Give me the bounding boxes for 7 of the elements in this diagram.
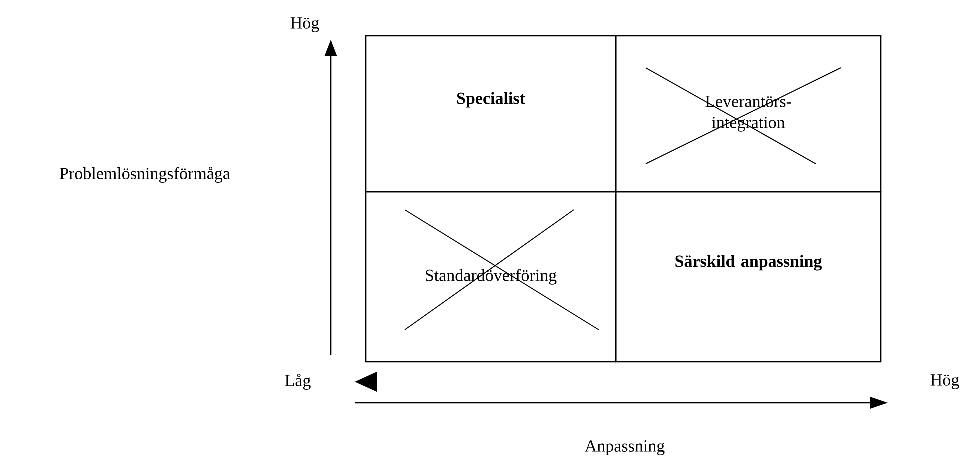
axis-label: Hög [930, 374, 960, 390]
quadrant-cell: Specialist [365, 35, 617, 193]
axis-label: Problemlösningsförmåga [60, 167, 230, 183]
axis-label: Anpassning [585, 440, 665, 456]
axis-label: Låg [285, 374, 311, 390]
axis-label: Hög [290, 18, 320, 32]
quadrant-cell: Särskild anpassning [615, 191, 882, 363]
